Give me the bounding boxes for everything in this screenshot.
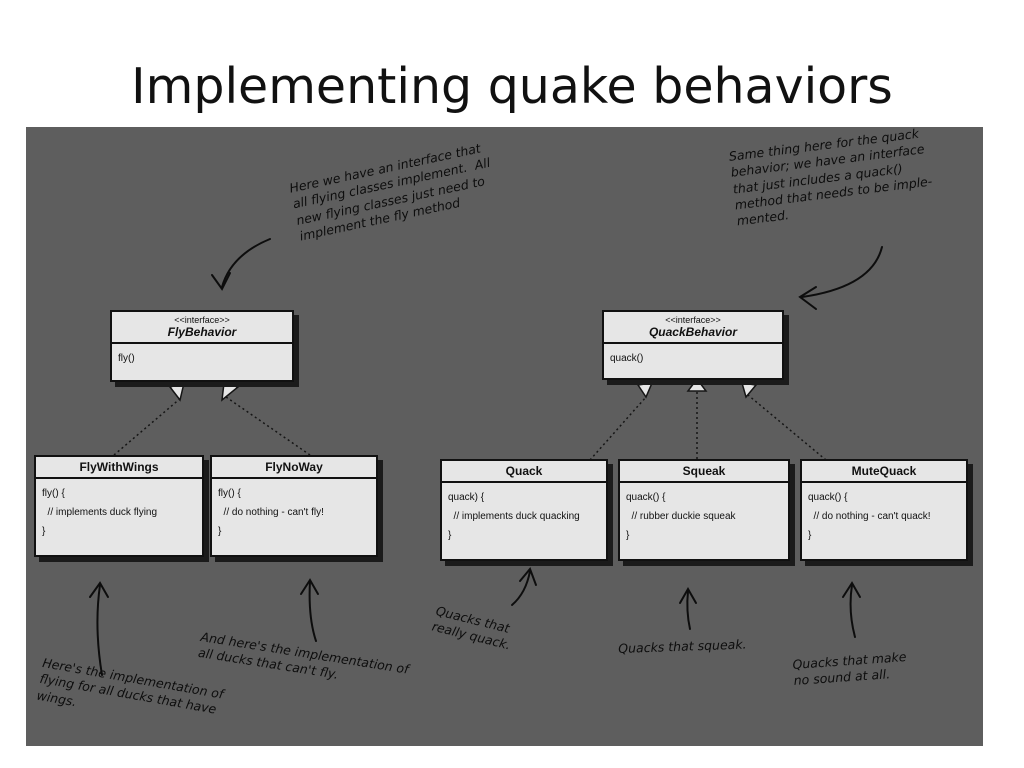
- quack-class: Quack quack) { // implements duck quacki…: [440, 459, 608, 561]
- stereotype-label: <<interface>>: [174, 315, 230, 325]
- class-name: Squeak: [620, 461, 788, 483]
- class-name: Quack: [442, 461, 606, 483]
- interface-method: fly(): [118, 353, 135, 364]
- quack-note-arrow: [801, 246, 883, 298]
- squeak-class-arrowhead: [679, 586, 697, 604]
- quack-class-arrowhead: [519, 567, 537, 586]
- quack-note-arrowhead: [798, 286, 817, 310]
- squeak-triangle: [686, 377, 708, 392]
- quack-behavior-interface: <<interface>> QuackBehavior quack(): [602, 310, 784, 380]
- fly-no-way-realization: [225, 396, 311, 456]
- class-body: quack() { // do nothing - can't quack! }: [808, 492, 931, 541]
- quack-triangle: [636, 382, 654, 399]
- fly-no-way-class: FlyNoWay fly() { // do nothing - can't f…: [210, 455, 378, 557]
- noway-note-arrowhead: [300, 578, 319, 595]
- fly-behavior-interface: <<interface>> FlyBehavior fly(): [110, 310, 294, 382]
- class-body: fly() { // implements duck flying }: [42, 488, 158, 537]
- interface-name: QuackBehavior: [648, 325, 738, 339]
- wings-note-arrowhead: [89, 581, 109, 598]
- mute-quack-class: MuteQuack quack() { // do nothing - can'…: [800, 459, 968, 561]
- class-name: FlyNoWay: [212, 457, 376, 479]
- class-name: FlyWithWings: [36, 457, 202, 479]
- fly-no-way-triangle: [221, 382, 240, 402]
- mute-triangle: [740, 382, 758, 399]
- class-body: fly() { // do nothing - can't fly! }: [218, 488, 324, 537]
- fly-with-wings-class: FlyWithWings fly() { // implements duck …: [34, 455, 204, 557]
- connector-layer: [89, 238, 883, 676]
- interface-method: quack(): [610, 353, 644, 364]
- stereotype-label: <<interface>>: [665, 315, 721, 325]
- fly-note-arrowhead: [211, 272, 231, 291]
- interface-name: FlyBehavior: [167, 325, 237, 339]
- mute-class-arrow: [849, 584, 856, 638]
- wings-note-arrow: [96, 584, 103, 676]
- fly-note-arrow: [221, 238, 271, 288]
- uml-diagram: <<interface>> FlyBehavior fly() <<interf…: [26, 126, 983, 746]
- noway-note-arrow: [308, 580, 317, 642]
- mute-class-arrowhead: [842, 581, 861, 598]
- class-name: MuteQuack: [802, 461, 966, 483]
- squeak-class-arrow: [686, 590, 691, 630]
- fly-with-wings-triangle: [168, 381, 186, 402]
- fly-with-wings-realization: [113, 396, 183, 456]
- mute-realization: [747, 394, 827, 461]
- slide-title: Implementing quake behaviors: [131, 58, 893, 115]
- class-body: quack() { // rubber duckie squeak }: [626, 492, 736, 541]
- quack-realization: [589, 396, 647, 461]
- class-body: quack) { // implements duck quacking }: [448, 492, 580, 541]
- quack-class-arrow: [511, 570, 531, 606]
- squeak-class: Squeak quack() { // rubber duckie squeak…: [618, 459, 790, 561]
